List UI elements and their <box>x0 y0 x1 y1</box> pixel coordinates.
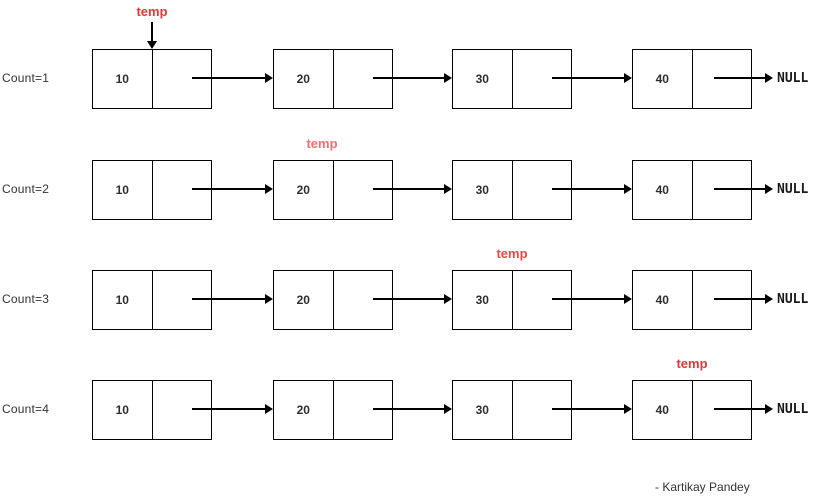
next-pointer-arrow-icon <box>373 294 452 304</box>
null-pointer-arrow-icon <box>714 294 773 304</box>
node-box: 30 <box>452 49 572 109</box>
null-label: NULL <box>777 182 809 197</box>
node-box: 30 <box>452 380 572 440</box>
arrowhead-right-icon <box>765 184 773 194</box>
count-label: Count=1 <box>2 71 50 85</box>
arrowhead-right-icon <box>444 294 452 304</box>
traversal-row-4: Count=4 temp 10 20 30 40 NULL <box>0 356 813 440</box>
next-pointer-arrow-icon <box>373 184 452 194</box>
node-box: 40 <box>632 380 752 440</box>
node-pointer-cell <box>693 271 752 329</box>
node-box: 20 <box>273 380 393 440</box>
node-value: 10 <box>93 50 153 108</box>
next-pointer-arrow-icon <box>373 73 452 83</box>
node-box: 40 <box>632 160 752 220</box>
node-pointer-cell <box>153 161 212 219</box>
next-pointer-arrow-icon <box>552 184 632 194</box>
node-pointer-cell <box>513 161 572 219</box>
traversal-row-3: Count=3 temp 10 20 30 40 NULL <box>0 246 813 330</box>
node-box: 10 <box>92 160 212 220</box>
null-label: NULL <box>777 292 809 307</box>
arrowhead-right-icon <box>624 184 632 194</box>
node-value: 30 <box>453 161 513 219</box>
node-value: 40 <box>633 381 693 439</box>
temp-pointer-label: temp <box>676 356 708 371</box>
node-value: 20 <box>274 161 334 219</box>
node-pointer-cell <box>513 381 572 439</box>
next-pointer-arrow-icon <box>192 294 273 304</box>
node-value: 10 <box>93 271 153 329</box>
null-label: NULL <box>777 71 809 86</box>
node-pointer-cell <box>693 50 752 108</box>
node-box: 40 <box>632 270 752 330</box>
node-box: 30 <box>452 160 572 220</box>
node-pointer-cell <box>153 381 212 439</box>
node-pointer-cell <box>334 381 393 439</box>
temp-down-arrow-icon <box>147 22 157 49</box>
arrowhead-right-icon <box>765 294 773 304</box>
node-box: 10 <box>92 270 212 330</box>
arrowhead-right-icon <box>444 73 452 83</box>
next-pointer-arrow-icon <box>192 73 273 83</box>
arrowhead-right-icon <box>765 73 773 83</box>
node-box: 40 <box>632 49 752 109</box>
next-pointer-arrow-icon <box>192 404 273 414</box>
node-pointer-cell <box>334 271 393 329</box>
arrowhead-right-icon <box>265 73 273 83</box>
node-value: 30 <box>453 271 513 329</box>
count-label: Count=3 <box>2 292 50 306</box>
node-value: 30 <box>453 381 513 439</box>
next-pointer-arrow-icon <box>552 404 632 414</box>
arrowhead-right-icon <box>624 73 632 83</box>
null-pointer-arrow-icon <box>714 404 773 414</box>
temp-pointer-label: temp <box>136 4 168 19</box>
node-pointer-cell <box>334 161 393 219</box>
author-attribution: - Kartikay Pandey <box>655 480 750 494</box>
node-value: 20 <box>274 381 334 439</box>
node-box: 10 <box>92 380 212 440</box>
node-box: 30 <box>452 270 572 330</box>
traversal-row-2: Count=2 temp 10 20 30 40 NULL <box>0 136 813 220</box>
node-box: 20 <box>273 270 393 330</box>
null-label: NULL <box>777 402 809 417</box>
node-pointer-cell <box>153 50 212 108</box>
arrowhead-right-icon <box>265 294 273 304</box>
arrowhead-right-icon <box>765 404 773 414</box>
traversal-row-1: Count=1 temp 10 20 30 40 NULL <box>0 4 813 109</box>
node-pointer-cell <box>693 161 752 219</box>
node-value: 40 <box>633 271 693 329</box>
arrowhead-right-icon <box>265 404 273 414</box>
arrowhead-right-icon <box>265 184 273 194</box>
arrowhead-right-icon <box>444 184 452 194</box>
node-pointer-cell <box>513 271 572 329</box>
node-box: 20 <box>273 49 393 109</box>
temp-pointer-label: temp <box>496 246 528 261</box>
next-pointer-arrow-icon <box>192 184 273 194</box>
node-pointer-cell <box>334 50 393 108</box>
node-value: 40 <box>633 161 693 219</box>
node-pointer-cell <box>693 381 752 439</box>
arrowhead-down-icon <box>147 41 157 49</box>
count-label: Count=4 <box>2 402 50 416</box>
null-pointer-arrow-icon <box>714 184 773 194</box>
null-pointer-arrow-icon <box>714 73 773 83</box>
arrowhead-right-icon <box>444 404 452 414</box>
node-value: 30 <box>453 50 513 108</box>
node-box: 20 <box>273 160 393 220</box>
arrowhead-right-icon <box>624 294 632 304</box>
next-pointer-arrow-icon <box>552 73 632 83</box>
node-value: 10 <box>93 161 153 219</box>
arrowhead-right-icon <box>624 404 632 414</box>
next-pointer-arrow-icon <box>552 294 632 304</box>
temp-pointer-label: temp <box>306 136 338 151</box>
node-box: 10 <box>92 49 212 109</box>
node-value: 40 <box>633 50 693 108</box>
node-value: 20 <box>274 50 334 108</box>
next-pointer-arrow-icon <box>373 404 452 414</box>
count-label: Count=2 <box>2 182 50 196</box>
node-value: 10 <box>93 381 153 439</box>
node-value: 20 <box>274 271 334 329</box>
node-pointer-cell <box>513 50 572 108</box>
node-pointer-cell <box>153 271 212 329</box>
